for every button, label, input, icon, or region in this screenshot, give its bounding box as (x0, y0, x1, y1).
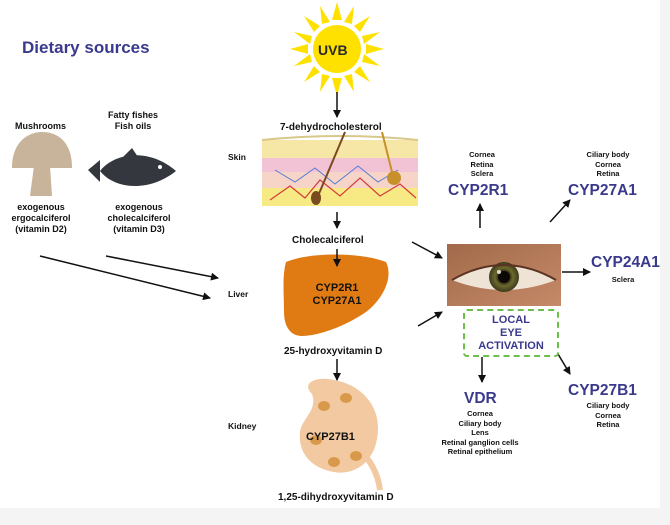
pathway-arrows (39, 92, 591, 383)
diagram-title: Dietary sources (22, 38, 150, 57)
tissue-label: Retina (596, 169, 620, 178)
fish-desc-line: (vitamin D3) (113, 224, 165, 234)
liver-enzymes: CYP2R1 CYP27A1 (302, 282, 372, 308)
mushroom-desc-line: (vitamin D2) (15, 224, 67, 234)
mushroom-icon (12, 132, 72, 196)
cholecalciferol-label: Cholecalciferol (292, 235, 364, 246)
liver-illustration (283, 254, 389, 336)
fish-title-line: Fish oils (114, 121, 152, 131)
tissue-label: Ciliary body (586, 150, 630, 159)
cyp24a1-tissues: Sclera (606, 275, 640, 285)
fish-icon (88, 148, 176, 187)
tissue-label: Lens (471, 428, 489, 437)
eye-photo (447, 244, 561, 306)
tissue-label: Retina (596, 420, 620, 429)
local-box-line: EYE (499, 326, 522, 339)
skin-label: Skin (228, 152, 246, 162)
mushroom-desc-line: ergocalciferol (11, 213, 71, 223)
cyp27b1-label: CYP27B1 (568, 382, 637, 399)
vdr-tissues: Cornea Ciliary body Lens Retinal ganglio… (430, 409, 530, 457)
fish-description: exogenous cholecalciferol (vitamin D3) (100, 202, 178, 235)
tissue-label: Cornea (469, 150, 495, 159)
kidney-illustration (299, 378, 383, 491)
sun-icon (290, 2, 384, 96)
tissue-label: Ciliary body (586, 401, 630, 410)
fish-title: Fatty fishes Fish oils (108, 110, 158, 132)
cyp2r1-tissues: Cornea Retina Sclera (460, 150, 504, 179)
diagram-canvas: Dietary sources UVB Mushrooms Fatty fish… (0, 0, 660, 508)
vdr-label: VDR (464, 390, 497, 407)
liver-label: Liver (228, 289, 249, 299)
mushroom-desc-line: exogenous (17, 202, 65, 212)
tissue-label: Cornea (467, 409, 493, 418)
tissue-label: Retinal ganglion cells (441, 437, 519, 447)
tissue-label: Cornea (595, 159, 621, 169)
tissue-label: Sclera (611, 275, 635, 284)
tissue-label: Sclera (470, 169, 494, 178)
fish-desc-line: cholecalciferol (107, 213, 171, 223)
cyp27a1-tissues: Ciliary body Cornea Retina (578, 150, 638, 179)
diagram-graphics (12, 2, 591, 491)
precursor-label: 7-dehydrocholesterol (280, 122, 382, 133)
skin-illustration (261, 131, 419, 206)
tissue-label: Cornea (595, 410, 621, 420)
local-box-line: LOCAL (492, 313, 530, 326)
kidney-label: Kidney (228, 421, 257, 431)
sun-label: UVB (318, 42, 348, 58)
liver-enzyme-label: CYP2R1 (315, 282, 359, 294)
cyp27b1-tissues: Ciliary body Cornea Retina (578, 401, 638, 430)
dihydroxyvitamin-label: 1,25-dihydroxyvitamin D (278, 492, 394, 503)
cyp2r1-label: CYP2R1 (448, 182, 509, 199)
fish-title-line: Fatty fishes (108, 110, 159, 120)
liver-enzyme-label: CYP27A1 (312, 295, 362, 307)
local-eye-activation-box: LOCAL EYE ACTIVATION (463, 309, 559, 357)
local-box-line: ACTIVATION (478, 339, 544, 352)
tissue-label: Retinal epithelium (447, 447, 513, 456)
kidney-enzyme-label: CYP27B1 (306, 431, 355, 443)
fish-desc-line: exogenous (115, 202, 163, 212)
tissue-label: Ciliary body (458, 418, 502, 428)
cyp27a1-label: CYP27A1 (568, 182, 637, 199)
hydroxyvitamin-label: 25-hydroxyvitamin D (284, 346, 383, 357)
cyp24a1-label: CYP24A1 (591, 254, 660, 271)
mushrooms-title: Mushrooms (15, 121, 67, 131)
tissue-label: Retina (470, 159, 494, 169)
mushroom-description: exogenous ergocalciferol (vitamin D2) (10, 202, 72, 235)
